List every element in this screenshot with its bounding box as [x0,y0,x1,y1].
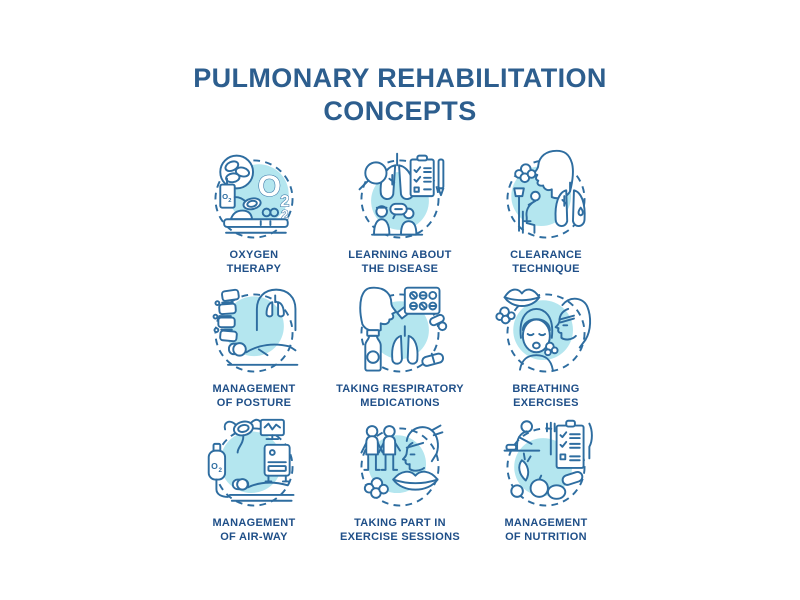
clipboard-icon [409,154,435,198]
patient-bed-icon [223,209,289,234]
kerchief-head-icon [401,424,444,472]
profile-face-icon [554,297,592,349]
magnifier-icon [358,161,388,191]
concept-label-clearance-technique: CLEARANCE TECHNIQUE [510,249,582,275]
fork-icon [546,421,556,456]
concepts-grid: O 2 2 O 2 [181,146,619,548]
svg-text:2: 2 [228,198,231,204]
doctor-patient-icon [371,205,424,236]
concept-card-management-of-nutrition: MANAGEMENT OF NUTRITION [473,414,619,548]
breath-cloud-icon [363,477,389,499]
cough-cloud-icon [514,163,537,184]
page-title: PULMONARY REHABILITATION CONCEPTS [0,62,800,128]
svg-text:O: O [222,192,228,201]
monitor-icon [259,418,285,441]
learning-about-the-disease-icon [358,152,445,239]
concept-label-oxygen-therapy: OXYGEN THERAPY [226,249,282,275]
page-title-line-2: CONCEPTS [323,96,477,126]
coughing-head-icon [532,149,574,200]
lips-icon [392,470,439,491]
svg-text:2: 2 [281,208,288,222]
blood-cells-icon [219,154,254,190]
speech-bubble-icon [389,202,408,220]
svg-text:O: O [211,461,218,471]
concept-card-taking-respiratory-medications: TAKING RESPIRATORY MEDICATIONS [327,280,473,414]
face-profile-icon [359,286,398,333]
knife-icon [588,422,593,460]
breath-cloud-icon [495,306,516,325]
exercising-people-icon [360,425,401,471]
oxygen-therapy-icon: O 2 2 O 2 [214,154,294,239]
concept-label-breathing-exercises: BREATHING EXERCISES [512,383,580,409]
lungs-icon [554,181,586,227]
pencil-icon [437,158,445,197]
iv-bag-icon [219,177,248,209]
lying-person-icon [227,342,299,366]
woman-face-icon [519,307,554,371]
lips-icon [503,288,541,307]
svg-text:2: 2 [280,193,289,211]
ventilator-icon [263,443,291,483]
concept-card-management-of-air-way: O 2 MANAGEMENT OF AIR-WAY [181,414,327,548]
page-title-line-1: PULMONARY REHABILITATION [193,63,607,93]
o2-symbol: O 2 2 [257,170,290,223]
concept-card-breathing-exercises: BREATHING EXERCISES [473,280,619,414]
oxygen-cylinder-icon [207,442,229,498]
concept-label-taking-part-in-exercise-sessions: TAKING PART IN EXERCISE SESSIONS [339,517,461,543]
management-of-nutrition-icon [503,419,593,507]
patient-bed-icon [228,478,295,502]
capsule-icon [429,313,448,332]
vegetables-icon [510,452,584,500]
clearance-technique-icon [506,149,586,239]
concept-card-taking-part-in-exercise-sessions: TAKING PART IN EXERCISE SESSIONS [327,414,473,548]
concept-label-taking-respiratory-medications: TAKING RESPIRATORY MEDICATIONS [336,383,464,409]
breathing-exercises-icon [495,288,592,373]
medicine-bottle-icon [364,329,382,372]
management-of-posture-icon [212,288,299,373]
management-of-air-way-icon: O 2 [207,418,295,507]
concept-label-management-of-posture: MANAGEMENT OF POSTURE [212,383,296,409]
concept-card-learning-about-the-disease: LEARNING ABOUT THE DISEASE [327,146,473,280]
sitting-person-icon [513,187,541,234]
blister-pack-icon [403,286,441,315]
breath-cloud-small-icon [544,341,559,357]
person-at-table-icon [503,420,541,452]
concept-card-clearance-technique: CLEARANCE TECHNIQUE [473,146,619,280]
clipboard-icon [555,419,585,469]
concept-label-management-of-nutrition: MANAGEMENT OF NUTRITION [504,517,588,543]
lungs-icon [391,325,419,365]
oxygen-mask-icon [242,197,262,211]
concept-label-learning-about-the-disease: LEARNING ABOUT THE DISEASE [348,249,452,275]
taking-part-in-exercise-sessions-icon [360,424,444,507]
capsule-large-icon [421,352,445,367]
torso-lungs-icon [255,288,297,332]
concept-card-oxygen-therapy: O 2 2 O 2 [181,146,327,280]
svg-text:2: 2 [219,467,223,474]
taking-respiratory-medications-icon [359,286,448,373]
spine-icon [212,288,240,343]
svg-text:O: O [258,170,281,203]
concept-label-management-of-air-way: MANAGEMENT OF AIR-WAY [212,517,296,543]
concept-card-management-of-posture: MANAGEMENT OF POSTURE [181,280,327,414]
